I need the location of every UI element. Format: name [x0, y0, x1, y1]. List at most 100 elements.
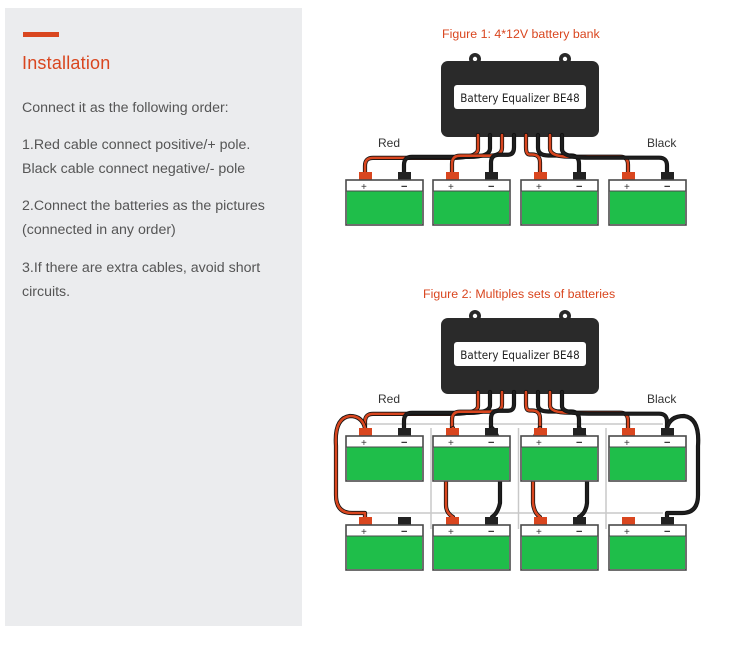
positive-sign: +: [624, 182, 630, 193]
step-1-line-2: Black cable connect negative/- pole: [22, 160, 246, 177]
figure-2-black-label: Black: [647, 392, 677, 406]
positive-sign: +: [448, 527, 454, 538]
red-cable-battery-2: [450, 133, 504, 174]
figure-2-bottom-battery-2: +−: [432, 517, 511, 571]
battery-charge-fill: [347, 447, 422, 480]
figure-1-red-label: Red: [378, 136, 400, 150]
mount-hole-center: [472, 56, 478, 62]
positive-terminal: [622, 428, 635, 437]
figure-1-battery-4: +−: [608, 172, 687, 226]
battery-charge-fill: [434, 447, 509, 480]
figure-2-bottom-battery-4: +−: [608, 517, 687, 571]
negative-terminal: [485, 428, 498, 437]
device-label: Battery Equalizer BE48: [460, 348, 579, 362]
positive-sign: +: [448, 438, 454, 449]
figure-1-battery-1: +−: [345, 172, 424, 226]
positive-terminal: [622, 172, 635, 181]
positive-terminal: [359, 428, 372, 437]
positive-terminal: [534, 428, 547, 437]
figure-1-equalizer-device: Battery Equalizer BE48: [441, 53, 599, 137]
figure-2-top-battery-4: +−: [608, 428, 687, 482]
step-1-line-1: 1.Red cable connect positive/+ pole.: [22, 137, 251, 153]
positive-sign: +: [361, 527, 367, 538]
negative-terminal: [573, 517, 586, 526]
positive-terminal: [446, 428, 459, 437]
black-cable-battery-1: [402, 390, 492, 430]
figure-2-red-label: Red: [378, 392, 400, 406]
figure-2-title: Figure 2: Multiples sets of batteries: [423, 287, 616, 301]
device-label-plate: [454, 85, 586, 109]
negative-sign: −: [576, 437, 582, 449]
figure-2-top-battery-2: +−: [432, 428, 511, 482]
figure-2-top-battery-1: +−: [345, 428, 424, 482]
battery-charge-fill: [347, 191, 422, 224]
battery-charge-fill: [610, 191, 685, 224]
positive-sign: +: [361, 438, 367, 449]
figure-2-top-battery-3: +−: [520, 428, 599, 482]
step-3: 3.If there are extra cables, avoid short…: [22, 257, 287, 304]
negative-sign: −: [488, 437, 494, 449]
black-cable-battery-4: [560, 133, 669, 174]
battery-charge-fill: [522, 447, 597, 480]
negative-terminal: [661, 517, 674, 526]
negative-terminal: [398, 517, 411, 526]
battery-charge-fill: [434, 536, 509, 569]
battery-charge-fill: [347, 536, 422, 569]
positive-terminal: [446, 517, 459, 526]
positive-sign: +: [536, 527, 542, 538]
negative-terminal: [661, 428, 674, 437]
positive-terminal: [359, 517, 372, 526]
mount-hole-center: [562, 313, 568, 319]
heading-accent-bar: [23, 32, 59, 37]
figure-2-bottom-battery-1: +−: [345, 517, 424, 571]
figure-1-battery-3: +−: [520, 172, 599, 226]
negative-sign: −: [664, 526, 670, 538]
step-2: 2.Connect the batteries as the pictures …: [22, 195, 287, 242]
device-label-plate: [454, 342, 586, 366]
negative-sign: −: [401, 181, 407, 193]
battery-charge-fill: [434, 191, 509, 224]
figure-2-red-loop-left: [334, 414, 367, 519]
negative-sign: −: [488, 181, 494, 193]
installation-panel: [5, 8, 302, 626]
positive-terminal: [446, 172, 459, 181]
negative-terminal: [573, 172, 586, 181]
negative-terminal: [661, 172, 674, 181]
positive-sign: +: [361, 182, 367, 193]
red-cable-battery-3: [524, 390, 542, 430]
device-label: Battery Equalizer BE48: [460, 91, 579, 105]
step-2-line-2: (connected in any order): [22, 221, 176, 238]
negative-sign: −: [401, 437, 407, 449]
negative-terminal: [398, 172, 411, 181]
step-3-line-1: 3.If there are extra cables, avoid short: [22, 260, 261, 276]
red-cable-battery-3: [524, 133, 542, 174]
figure-1-black-label: Black: [647, 136, 677, 150]
black-cable-battery-2: [489, 390, 516, 430]
negative-terminal: [485, 172, 498, 181]
negative-sign: −: [576, 526, 582, 538]
black-cable-battery-2: [489, 133, 516, 174]
negative-terminal: [485, 517, 498, 526]
mount-hole-center: [562, 56, 568, 62]
battery-charge-fill: [610, 447, 685, 480]
step-1: 1.Red cable connect positive/+ pole. Bla…: [22, 134, 287, 181]
figure-2-black-loop-right: [665, 414, 700, 519]
positive-terminal: [359, 172, 372, 181]
battery-charge-fill: [522, 536, 597, 569]
positive-sign: +: [624, 527, 630, 538]
positive-sign: +: [448, 182, 454, 193]
positive-terminal: [534, 172, 547, 181]
positive-terminal: [622, 517, 635, 526]
step-3-line-2: circuits.: [22, 283, 71, 300]
negative-sign: −: [664, 181, 670, 193]
positive-sign: +: [536, 182, 542, 193]
positive-terminal: [534, 517, 547, 526]
figure-2-equalizer-device: Battery Equalizer BE48: [441, 310, 599, 394]
red-cable-battery-2: [450, 390, 504, 430]
figure-1-title: Figure 1: 4*12V battery bank: [442, 27, 600, 41]
positive-sign: +: [624, 438, 630, 449]
negative-sign: −: [576, 181, 582, 193]
negative-terminal: [573, 428, 586, 437]
step-2-line-1: 2.Connect the batteries as the pictures: [22, 198, 265, 214]
